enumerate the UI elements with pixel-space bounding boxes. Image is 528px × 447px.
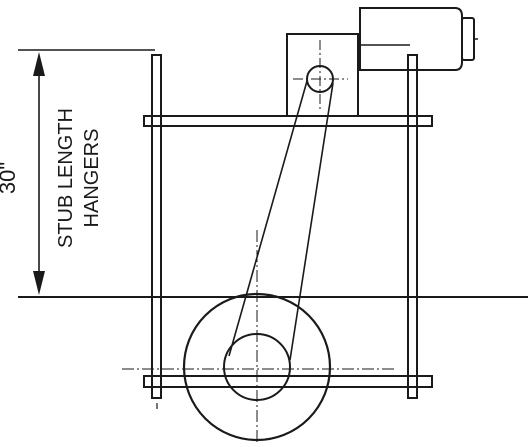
dimension-group: 30" [0, 49, 528, 298]
motor-assembly [286, 7, 478, 116]
motor-end-cap [461, 17, 475, 61]
drive-belt [228, 80, 334, 361]
motor-body [359, 7, 463, 71]
label-line-1: STUB LENGTH [55, 108, 77, 248]
belt-left-side [228, 80, 308, 357]
left-post [151, 54, 162, 399]
upper-crossbar [143, 115, 433, 127]
belt-right-side [289, 82, 334, 361]
label-line-2: HANGERS [81, 129, 103, 228]
gearbox-block [286, 33, 359, 116]
right-post [407, 54, 418, 399]
stub-length-hangers-label: STUB LENGTH HANGERS [55, 108, 103, 248]
cutter-wheel [122, 230, 395, 444]
dimension-value: 30" [0, 162, 20, 194]
dimension-arrow-head-top [33, 52, 45, 76]
dimension-arrow-head-bottom [33, 271, 45, 295]
